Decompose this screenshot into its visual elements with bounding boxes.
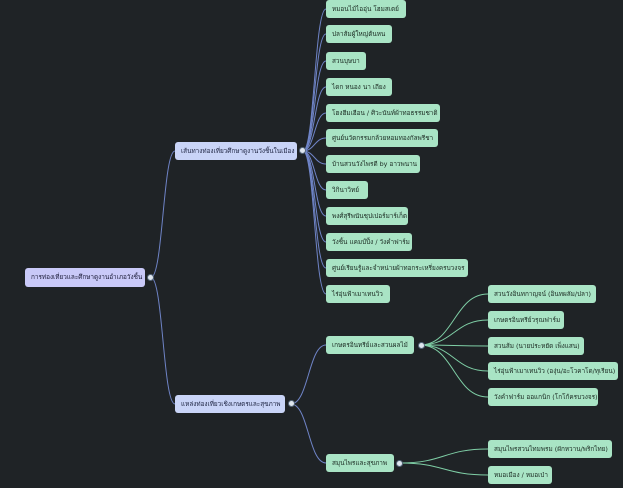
agri-group-organic[interactable]: เกษตรอินทรีย์และสวนผลไม้	[326, 336, 414, 354]
edge-organic-item-cocoa	[419, 344, 489, 398]
organic-item-grape[interactable]: ไร่อุ่นฟ้าเมาเทนวิว (องุ่น/อะโวคาโด/ทุเร…	[488, 362, 618, 380]
agri-group-herbal[interactable]: สมุนไพรและสุขภาพ	[326, 454, 394, 472]
root-node[interactable]: การท่องเที่ยวและศึกษาดูงานอำเภอวังชิ้น	[25, 268, 145, 287]
edge-organic-item-grape	[419, 344, 489, 372]
edge-city-item-homestay	[302, 8, 327, 152]
edge-agri-group-organic	[290, 344, 327, 405]
city-item-banana-center[interactable]: ศูนย์นวัตกรรมกล้วยหอมทองกัลพรีชา	[326, 129, 438, 147]
city-item-camping[interactable]: วังชิ้น แคมป์ปิ้ง / วังคำฟาร์ม	[326, 233, 412, 251]
agri-collapse-toggle[interactable]	[288, 400, 295, 407]
edge-herbal-item-healer	[399, 462, 489, 476]
edge-city-item-mountain-view	[302, 150, 327, 295]
organic-item-warun-farm[interactable]: เกษตรอินทรีย์วรุณฟาร์ม	[488, 311, 564, 329]
organic-item-cocoa[interactable]: วังคำฟาร์ม ออแกนิก (โกโก้ครบวงจร)	[488, 388, 598, 406]
city-item-hong-heem[interactable]: โฮงฮีมเฮือน / ศิวะนันท์ผ้าทอธรรมชาติ	[326, 104, 440, 122]
city-item-busaba[interactable]: สวนบุษบา	[326, 52, 366, 70]
edge-city-item-nong-na	[302, 86, 327, 152]
edge-branch-agri-health	[150, 277, 176, 405]
edge-city-item-karen-weaving	[302, 150, 327, 269]
city-item-baan-suan[interactable]: บ้านสวนวังไพรดี by อาวพนาน	[326, 155, 420, 173]
herbal-item-healer[interactable]: หมอเมือง / หมอเป่า	[488, 466, 552, 484]
city-item-wiki[interactable]: วิกินาวิทย์	[326, 181, 368, 199]
edge-organic-item-orange	[419, 344, 489, 347]
organic-collapse-toggle[interactable]	[418, 342, 425, 349]
organic-item-date-palm[interactable]: สวนวังอินทกาญจน์ (อินทผลัม/ปลา)	[488, 285, 596, 303]
edge-city-item-busaba	[302, 60, 327, 152]
city-item-supermarket[interactable]: พงศ์สุรีพนันชุปเปอร์มาร์เก็ต	[326, 207, 408, 225]
edge-branch-city-route	[150, 150, 176, 278]
city-collapse-toggle[interactable]	[299, 147, 306, 154]
root-collapse-toggle[interactable]	[147, 274, 154, 281]
city-item-nong-na[interactable]: ไดก หนอง นา เถียง	[326, 78, 392, 96]
edge-organic-item-date-palm	[419, 293, 489, 346]
herbal-collapse-toggle[interactable]	[396, 460, 403, 467]
branch-city-route[interactable]: เส้นทางท่องเที่ยวศึกษาดูงานวังชิ้นในเมือ…	[175, 142, 297, 160]
city-item-pla-som[interactable]: ปลาส้มผู้ใหญ่ต้นหน	[326, 25, 392, 43]
branch-agri-health[interactable]: แหล่งท่องเที่ยวเชิงเกษตรและสุขภาพ	[175, 395, 285, 413]
edge-organic-item-warun-farm	[419, 319, 489, 346]
edge-agri-group-herbal	[290, 403, 327, 464]
city-item-homestay[interactable]: หมอนไม้ไออุ่น โฮมสเตย์	[326, 0, 406, 18]
city-item-mountain-view[interactable]: ไร่อุ่นฟ้าเมาเทนวิว	[326, 285, 390, 303]
organic-item-orange[interactable]: สวนส้ม (นายประหยัด เพ็งแสน)	[488, 337, 584, 355]
city-item-karen-weaving[interactable]: ศูนย์เรียนรู้และจำหน่ายผ้าทอกระเหรี่ยงคร…	[326, 259, 468, 277]
herbal-item-pepper[interactable]: สมุนไพรสวนไทมพรม (ผักหวาน/พริกไทย)	[488, 440, 612, 458]
edge-city-item-pla-som	[302, 33, 327, 152]
edge-herbal-item-pepper	[399, 448, 489, 464]
